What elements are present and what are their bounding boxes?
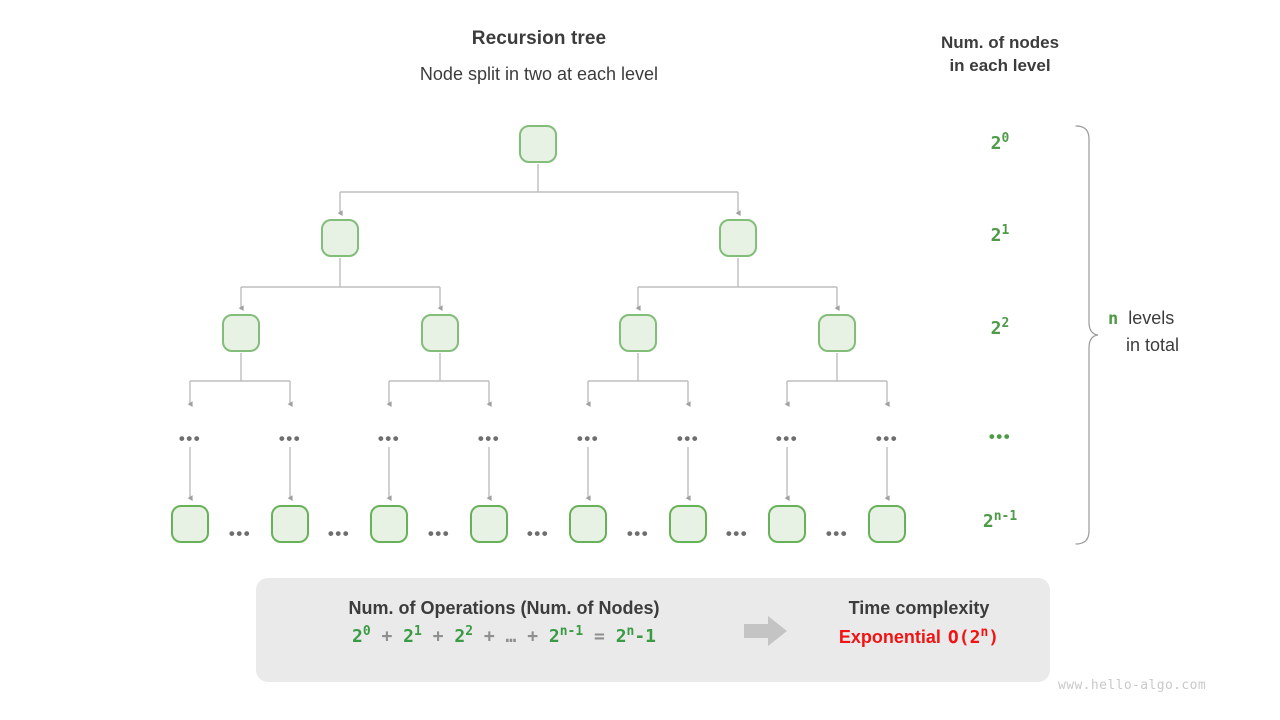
level-count-label-4: 2n-1 [955, 510, 1045, 532]
leaf-gap-dots-4: ••• [626, 524, 650, 543]
formula-equals: = [594, 626, 605, 647]
leaf-gap-dots-6: ••• [825, 524, 849, 543]
formula-result-tail: -1 [634, 626, 657, 647]
tree-node-l2-3 [818, 314, 856, 352]
tree-node-l2-2 [619, 314, 657, 352]
tree-ellipsis-l3-1: ••• [278, 429, 302, 448]
tree-ellipsis-l3-7: ••• [875, 429, 899, 448]
complexity-verdict: Exponential O(2n) [838, 625, 1000, 648]
formula-term-2-exp: 1 [414, 624, 422, 639]
right-column-heading: Num. of nodes in each level [900, 32, 1100, 78]
level-count-base-1: 2 [990, 225, 1002, 246]
tree-node-l4-4 [569, 505, 607, 543]
watermark: www.hello-algo.com [1058, 678, 1207, 693]
formula-op-3: + [483, 626, 495, 647]
level-count-base-0: 2 [990, 133, 1002, 154]
complexity-bigo-exp: n [980, 625, 989, 640]
tree-node-l1-1 [719, 219, 757, 257]
leaf-gap-dots-5: ••• [725, 524, 749, 543]
level-count-base-2: 2 [990, 318, 1002, 339]
tree-node-l4-6 [768, 505, 806, 543]
tree-node-l4-5 [669, 505, 707, 543]
level-count-exp-4: n-1 [993, 509, 1018, 524]
formula-term-4-base: 2 [548, 626, 560, 647]
leaf-gap-dots-3: ••• [526, 524, 550, 543]
formula-result-base: 2 [615, 626, 627, 647]
total-levels-line2: in total [1126, 334, 1180, 355]
level-count-label-0: 20 [955, 132, 1045, 154]
page-subtitle: Node split in two at each level [419, 64, 659, 84]
tree-ellipsis-l3-2: ••• [377, 429, 401, 448]
formula-result-exp: n [626, 624, 635, 639]
tree-node-l4-2 [370, 505, 408, 543]
right-arrow-icon [744, 616, 787, 646]
complexity-word: Exponential [838, 627, 941, 647]
complexity-bigo-suffix: ) [988, 627, 1000, 648]
tree-node-l4-0 [171, 505, 209, 543]
formula-term-3-base: 2 [454, 626, 466, 647]
formula-op-1: + [381, 626, 393, 647]
tree-ellipsis-l3-4: ••• [576, 429, 600, 448]
tree-ellipsis-l3-6: ••• [775, 429, 799, 448]
right-column-heading-line2: in each level [949, 55, 1051, 75]
total-levels-line1: n levels [1108, 305, 1258, 332]
summary-panel [256, 578, 1050, 682]
tree-node-l0-0 [519, 125, 557, 163]
leaf-gap-dots-0: ••• [228, 524, 252, 543]
page-title: Recursion tree [471, 28, 607, 49]
formula-op-2: + [432, 626, 444, 647]
complexity-block: Time complexity Exponential O(2n) [800, 598, 1038, 648]
level-count-exp-0: 0 [1001, 131, 1010, 146]
tree-ellipsis-l3-0: ••• [178, 429, 202, 448]
levels-brace [1075, 125, 1099, 545]
tree-node-l4-7 [868, 505, 906, 543]
operations-block: Num. of Operations (Num. of Nodes) 20 + … [276, 598, 732, 647]
implies-arrow [742, 614, 790, 648]
formula-ellipsis: … [505, 626, 517, 647]
total-levels-label: n levels in total [1108, 305, 1258, 358]
tree-ellipsis-l3-3: ••• [477, 429, 501, 448]
tree-node-l1-0 [321, 219, 359, 257]
formula-term-1-exp: 0 [362, 624, 371, 639]
complexity-bigo: O(2n) [947, 625, 1000, 648]
level-count-exp-1: 1 [1001, 223, 1010, 238]
formula-term-4-exp: n-1 [559, 624, 584, 639]
formula-term-1-base: 2 [351, 626, 363, 647]
operations-formula: 20 + 21 + 22 + … + 2n-1 = 2n-1 [351, 624, 657, 647]
tree-node-l4-3 [470, 505, 508, 543]
tree-node-l2-0 [222, 314, 260, 352]
total-levels-word: levels [1128, 308, 1175, 328]
level-count-base-4: 2 [982, 511, 994, 532]
formula-term-3-exp: 2 [465, 624, 473, 639]
formula-term-2-base: 2 [403, 626, 414, 647]
operations-heading: Num. of Operations (Num. of Nodes) [348, 598, 660, 618]
complexity-bigo-prefix: O(2 [947, 627, 981, 648]
level-count-label-1: 21 [955, 224, 1045, 246]
tree-ellipsis-l3-5: ••• [676, 429, 700, 448]
level-count-label-3: ••• [988, 427, 1012, 446]
leaf-gap-dots-2: ••• [427, 524, 451, 543]
level-count-exp-2: 2 [1001, 316, 1010, 331]
right-column-heading-line1: Num. of nodes [940, 33, 1060, 52]
tree-node-l2-1 [421, 314, 459, 352]
leaf-gap-dots-1: ••• [327, 524, 351, 543]
levels-variable: n [1108, 309, 1119, 329]
tree-node-l4-1 [271, 505, 309, 543]
level-count-label-2: 22 [955, 317, 1045, 339]
formula-op-4: + [527, 626, 539, 647]
complexity-heading: Time complexity [848, 598, 990, 618]
